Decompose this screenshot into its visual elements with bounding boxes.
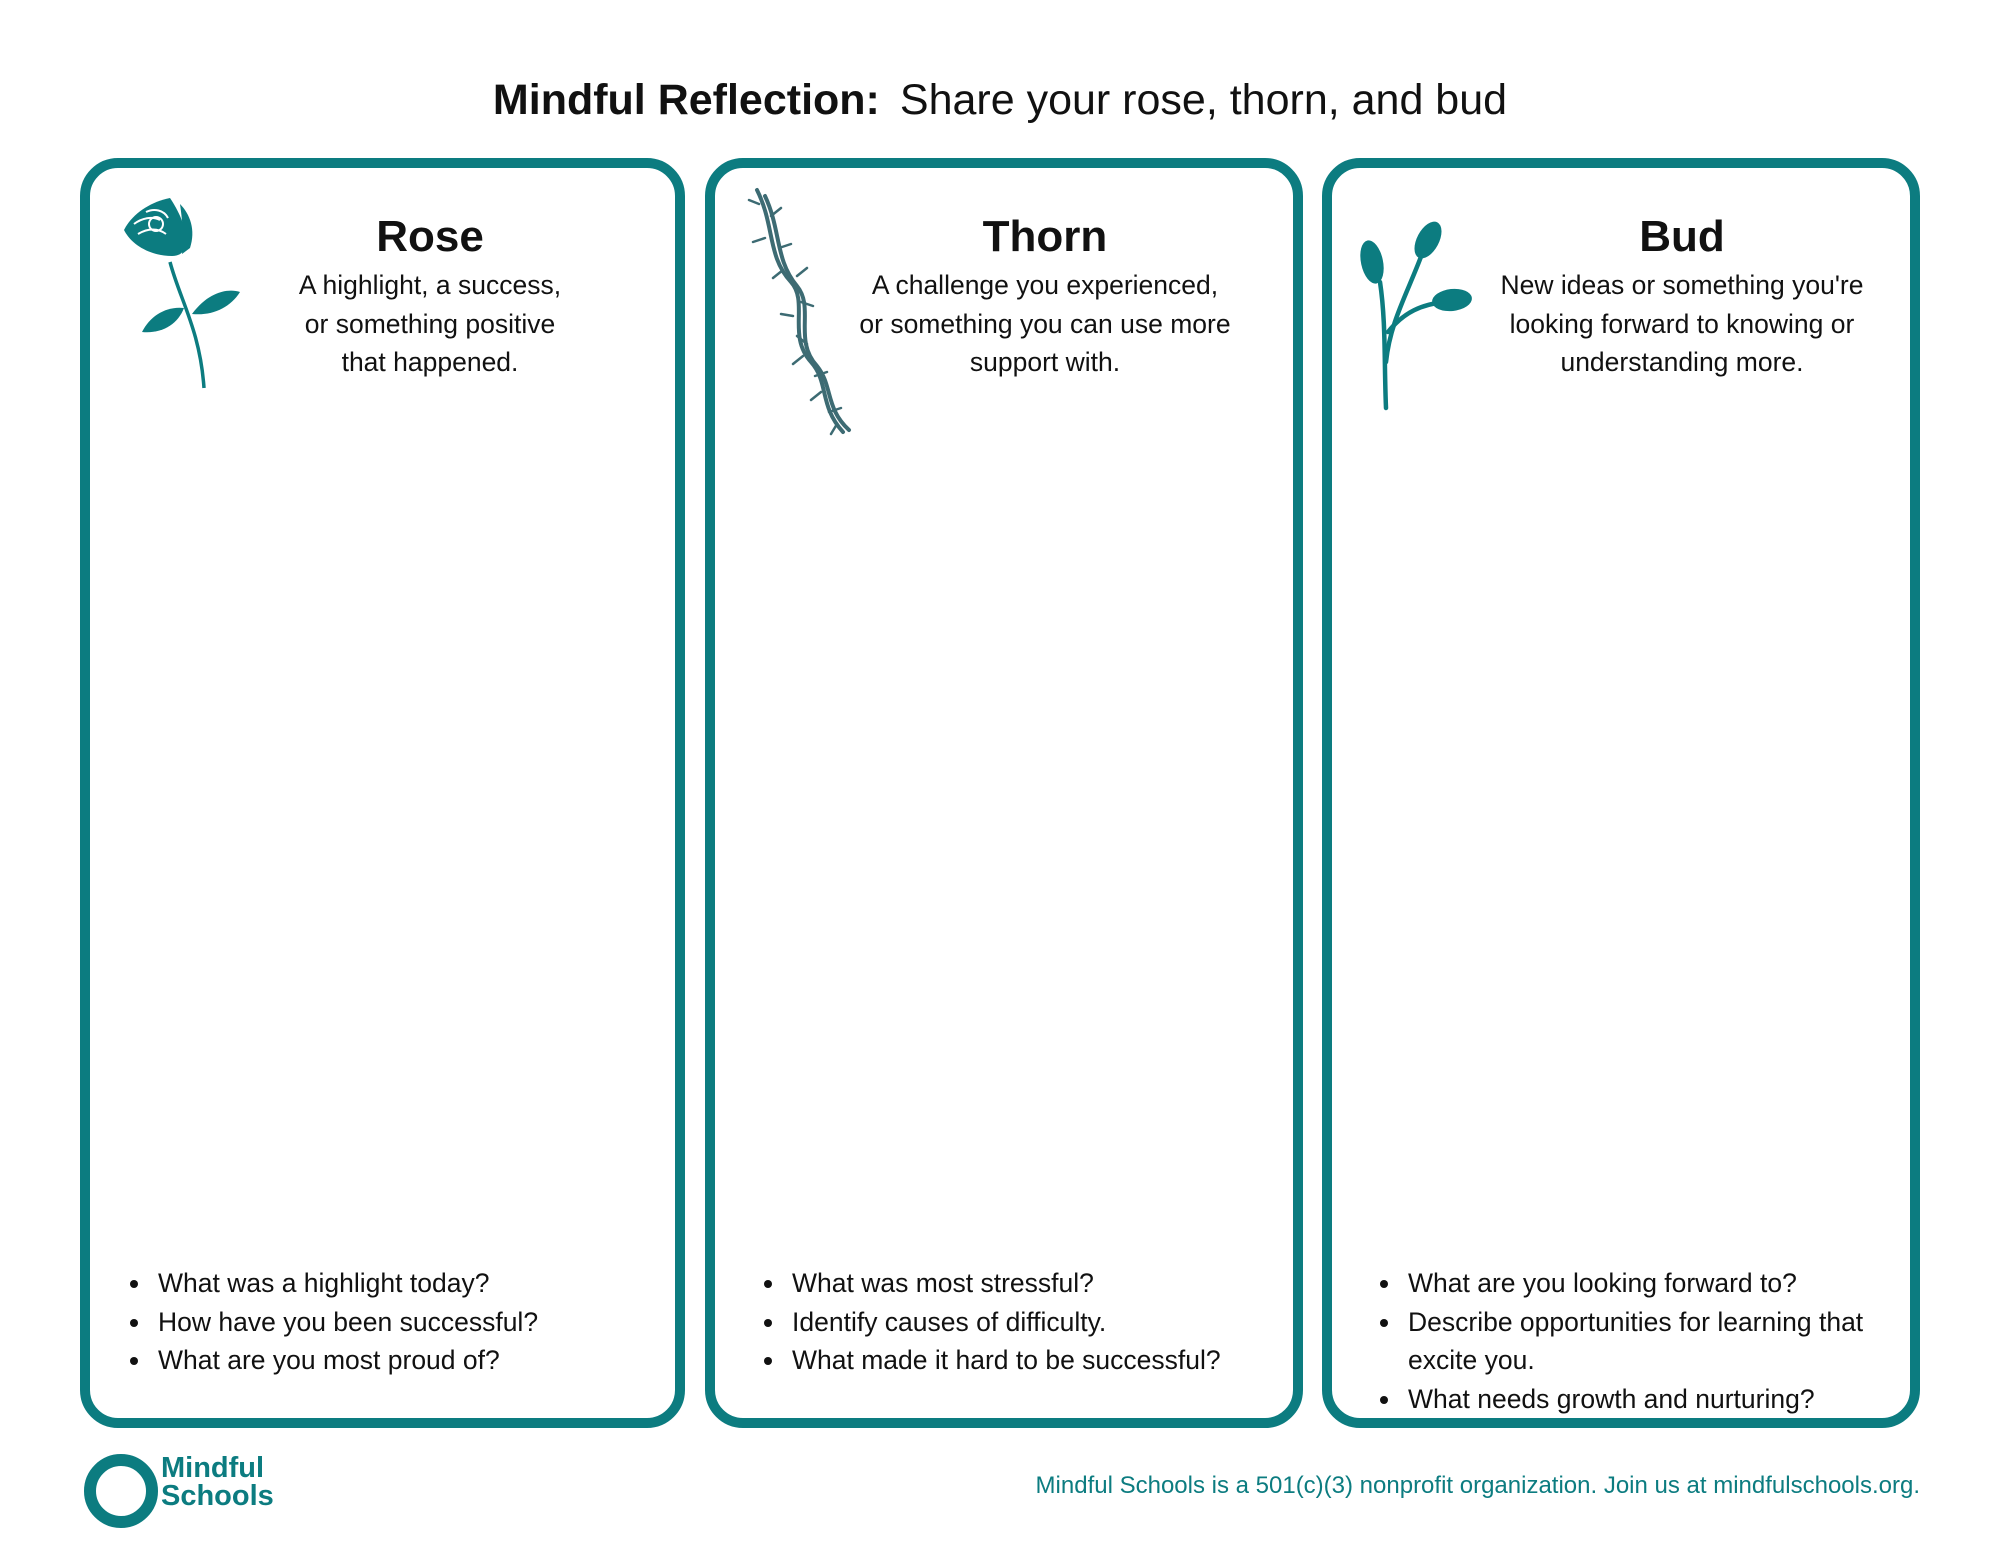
prompt-text: What needs growth and nurturing?: [1408, 1383, 1815, 1414]
page-title-bold: Mindful Reflection:: [492, 76, 880, 124]
card-heading: Rose: [376, 212, 484, 261]
logo-line: Mindful: [161, 1452, 265, 1484]
prompt-list: What was a highlight today? How have you…: [128, 1264, 538, 1380]
description-line: New ideas or something you're: [1500, 270, 1864, 300]
prompt-item: What are you looking forward to?: [1378, 1264, 1863, 1303]
card-description: A highlight, a success, or something pos…: [240, 266, 620, 382]
prompt-text: What was a highlight today?: [158, 1268, 490, 1298]
prompt-item: What needs growth and nurturing?: [1378, 1380, 1863, 1419]
page-title-rest: Share your rose, thorn, and bud: [899, 76, 1508, 124]
card-description: A challenge you experienced, or somethin…: [835, 266, 1255, 382]
description-line: understanding more.: [1560, 347, 1804, 377]
prompt-list: What are you looking forward to? Describ…: [1378, 1264, 1863, 1418]
description-line: or something you can use more: [859, 308, 1231, 339]
description-line: support with.: [969, 347, 1121, 377]
mindful-schools-logo[interactable]: Mindful Schools: [84, 1452, 284, 1528]
prompt-text: What are you looking forward to?: [1408, 1268, 1797, 1298]
prompt-text: How have you been successful?: [158, 1306, 539, 1337]
description-line: looking forward to knowing or: [1509, 308, 1855, 339]
description-line: or something positive: [304, 308, 556, 339]
prompt-text: Identify causes of difficulty.: [792, 1306, 1107, 1337]
prompt-text: Describe opportunities for learning that: [1408, 1306, 1864, 1337]
description-line: that happened.: [341, 347, 519, 377]
bud-card: Bud New ideas or something you're lookin…: [1322, 158, 1920, 1428]
thorn-icon: [747, 188, 851, 436]
prompt-item: Describe opportunities for learning that…: [1378, 1303, 1863, 1380]
rose-card: Rose A highlight, a success, or somethin…: [80, 158, 685, 1428]
logo-line: Schools: [161, 1480, 274, 1512]
prompt-text: What are you most proud of?: [158, 1345, 500, 1375]
card-description: New ideas or something you're looking fo…: [1472, 266, 1892, 382]
prompt-list: What was most stressful? Identify causes…: [762, 1264, 1221, 1380]
rose-icon: [124, 198, 240, 389]
bud-icon: [1360, 221, 1472, 411]
prompt-item: What made it hard to be successful?: [762, 1341, 1221, 1380]
page-title: Mindful Reflection: Share your rose, thor…: [0, 72, 2000, 128]
thorn-card: Thorn A challenge you experienced, or so…: [705, 158, 1303, 1428]
description-line: A highlight, a success,: [298, 270, 562, 300]
footer-note: Mindful Schools is a 501(c)(3) nonprofit…: [1035, 1472, 1920, 1499]
prompt-item: What was most stressful?: [762, 1264, 1221, 1303]
card-heading: Bud: [1639, 212, 1725, 261]
prompt-item: What was a highlight today?: [128, 1264, 538, 1303]
logo-ring-icon: [84, 1454, 158, 1528]
prompt-text: What was most stressful?: [792, 1268, 1094, 1298]
prompt-text: What made it hard to be successful?: [792, 1345, 1221, 1375]
card-heading: Thorn: [982, 212, 1108, 261]
prompt-text: excite you.: [1408, 1345, 1535, 1375]
prompt-item: Identify causes of difficulty.: [762, 1303, 1221, 1342]
prompt-item: What are you most proud of?: [128, 1341, 538, 1380]
description-line: A challenge you experienced,: [871, 270, 1219, 300]
prompt-item: How have you been successful?: [128, 1303, 538, 1342]
logo-wordmark: Mindful Schools: [161, 1452, 274, 1512]
